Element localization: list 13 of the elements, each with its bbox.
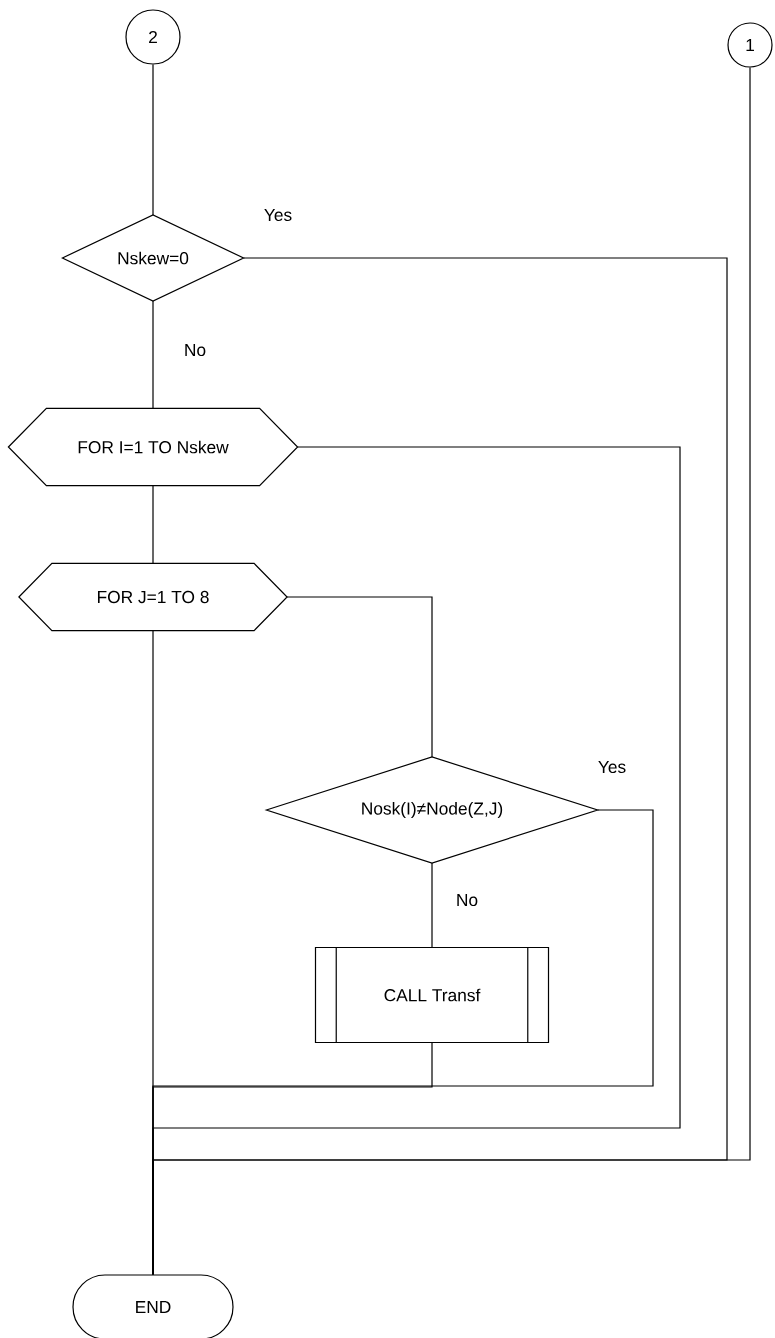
connector-line <box>152 300 154 409</box>
terminal-box: END <box>72 1274 234 1338</box>
edge-label: No <box>182 342 208 358</box>
edge-label: No <box>454 892 480 908</box>
loop-hexagon: FOR J=1 TO 8 <box>18 562 288 632</box>
connector-line <box>152 485 154 564</box>
connector-line <box>286 596 433 758</box>
subroutine-box: CALL Transf <box>314 946 550 1044</box>
loop-hexagon: FOR I=1 TO Nskew <box>7 407 299 487</box>
connector-line <box>152 64 154 216</box>
connector-line <box>431 862 433 948</box>
edge-label: Yes <box>262 207 294 223</box>
connector-line <box>152 67 751 1275</box>
